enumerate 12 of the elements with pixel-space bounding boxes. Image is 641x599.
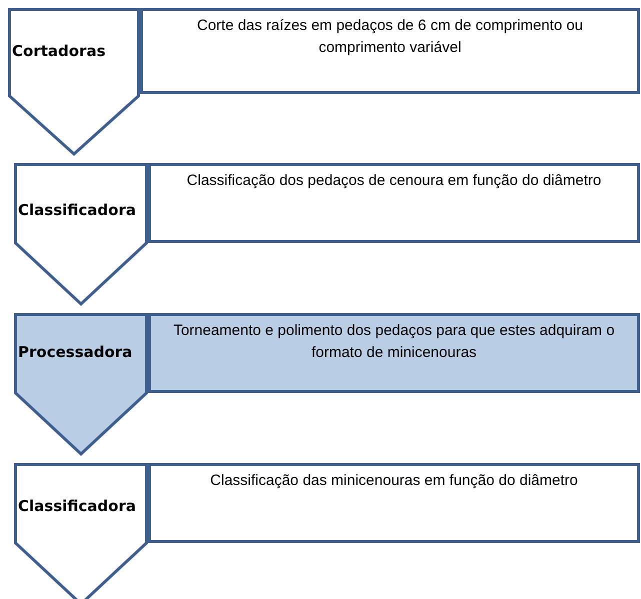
step-description: Classificação das minicenouras em função do diâmetro xyxy=(210,471,578,491)
chevron-step xyxy=(14,313,148,456)
step-label: Processadora xyxy=(17,343,134,361)
step-description: Classificação dos pedaços de cenoura em função do diâmetro xyxy=(186,171,602,191)
step-label: Classificadora xyxy=(17,201,137,219)
step-description: Corte das raízes em pedaços de 6 cm de comprimento ou comprimento variável xyxy=(196,16,584,58)
step-label: Cortadoras xyxy=(11,42,106,60)
step-label: Classificadora xyxy=(17,497,137,515)
chevron-step xyxy=(8,8,140,156)
step-description: Torneamento e polimento dos pedaços para que estes adquiram o formato de minicenouras xyxy=(172,321,616,363)
chevron-step xyxy=(14,463,148,599)
chevron-step xyxy=(14,163,148,306)
